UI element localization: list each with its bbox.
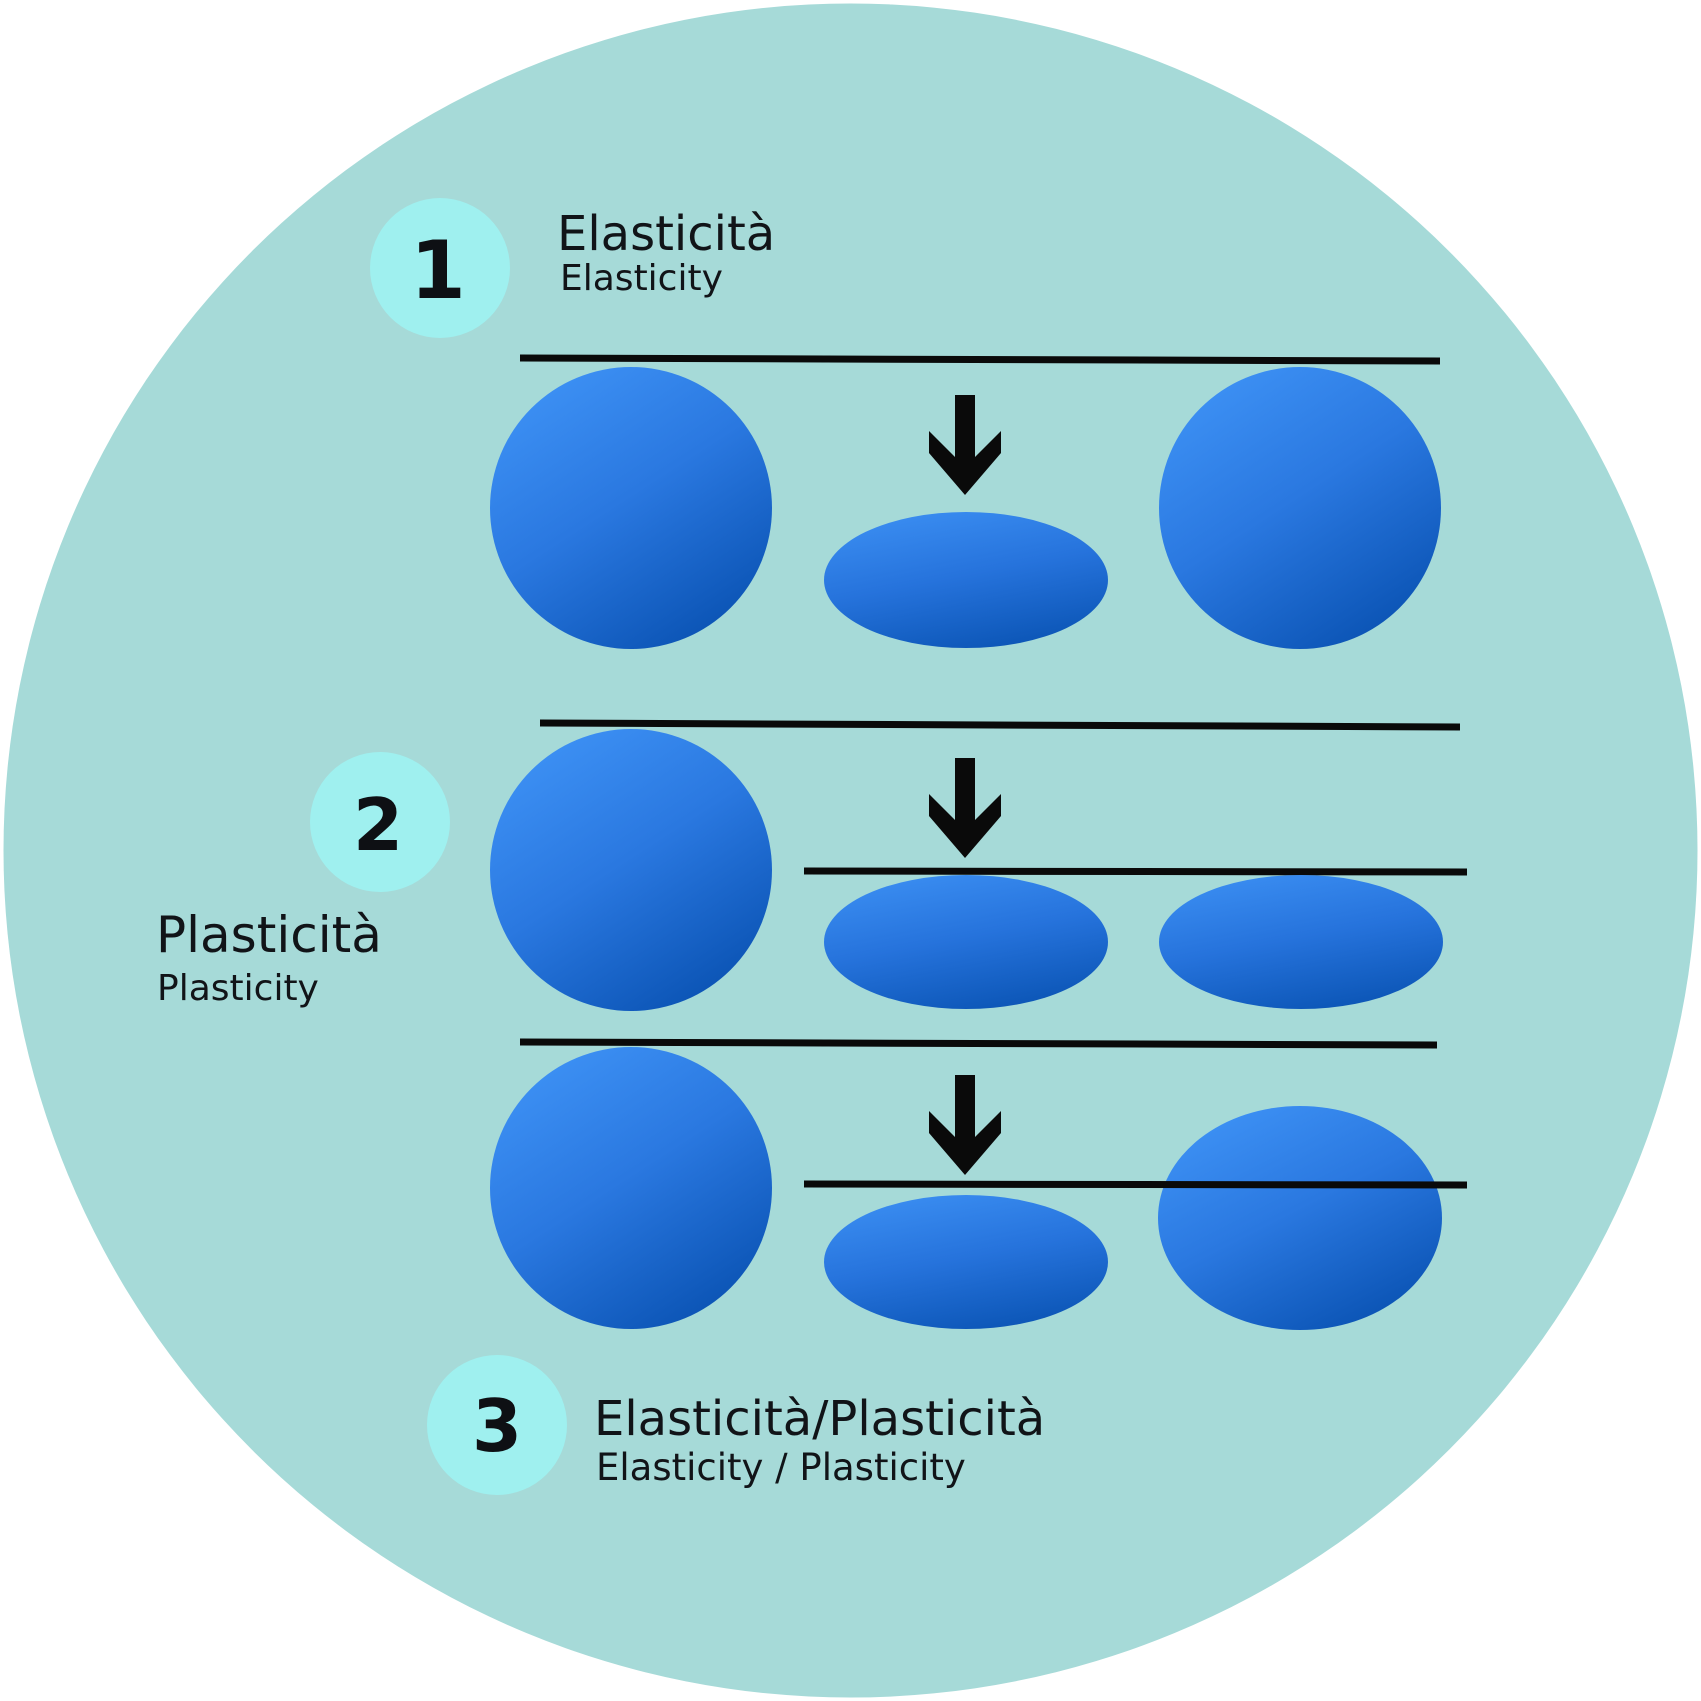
press-plate-bottom-3 [803, 1180, 1468, 1189]
ball-compressed-3 [824, 1195, 1108, 1329]
section-2-label-it: Plasticità [156, 906, 382, 964]
ball-recovered-1 [1159, 367, 1441, 649]
badge-3-number: 3 [472, 1384, 522, 1468]
badge-3 [427, 1355, 567, 1495]
ball-compressed-2 [824, 875, 1108, 1009]
ball-partial-recovery-3 [1158, 1106, 1442, 1330]
ball-original-3 [490, 1047, 772, 1329]
section-elasticity: 1 Elasticità Elasticity [370, 198, 1441, 649]
badge-1 [370, 198, 510, 338]
ball-original-1 [490, 367, 772, 649]
section-plasticity: 2 Plasticità Plasticity [156, 719, 1468, 1011]
section-3-label-en: Elasticity / Plasticity [596, 1446, 966, 1489]
press-plate-bottom-2 [803, 867, 1468, 876]
badge-1-number: 1 [410, 224, 466, 317]
ball-deformed-2 [1159, 875, 1443, 1009]
section-elasticity-plasticity: 3 Elasticità/Plasticità Elasticity / Pla… [427, 1038, 1468, 1495]
badge-2 [310, 752, 450, 892]
press-plate-top-3 [519, 1038, 1438, 1049]
ball-compressed-1 [824, 512, 1108, 648]
section-3-label-it: Elasticità/Plasticità [594, 1391, 1045, 1447]
press-plate-top-2 [539, 719, 1461, 731]
section-2-label-en: Plasticity [157, 968, 319, 1009]
section-1-label-en: Elasticity [560, 258, 723, 299]
badge-2-number: 2 [353, 783, 403, 867]
section-1-label-it: Elasticità [557, 206, 775, 262]
press-plate-top-1 [519, 354, 1441, 365]
ball-original-2 [490, 729, 772, 1011]
